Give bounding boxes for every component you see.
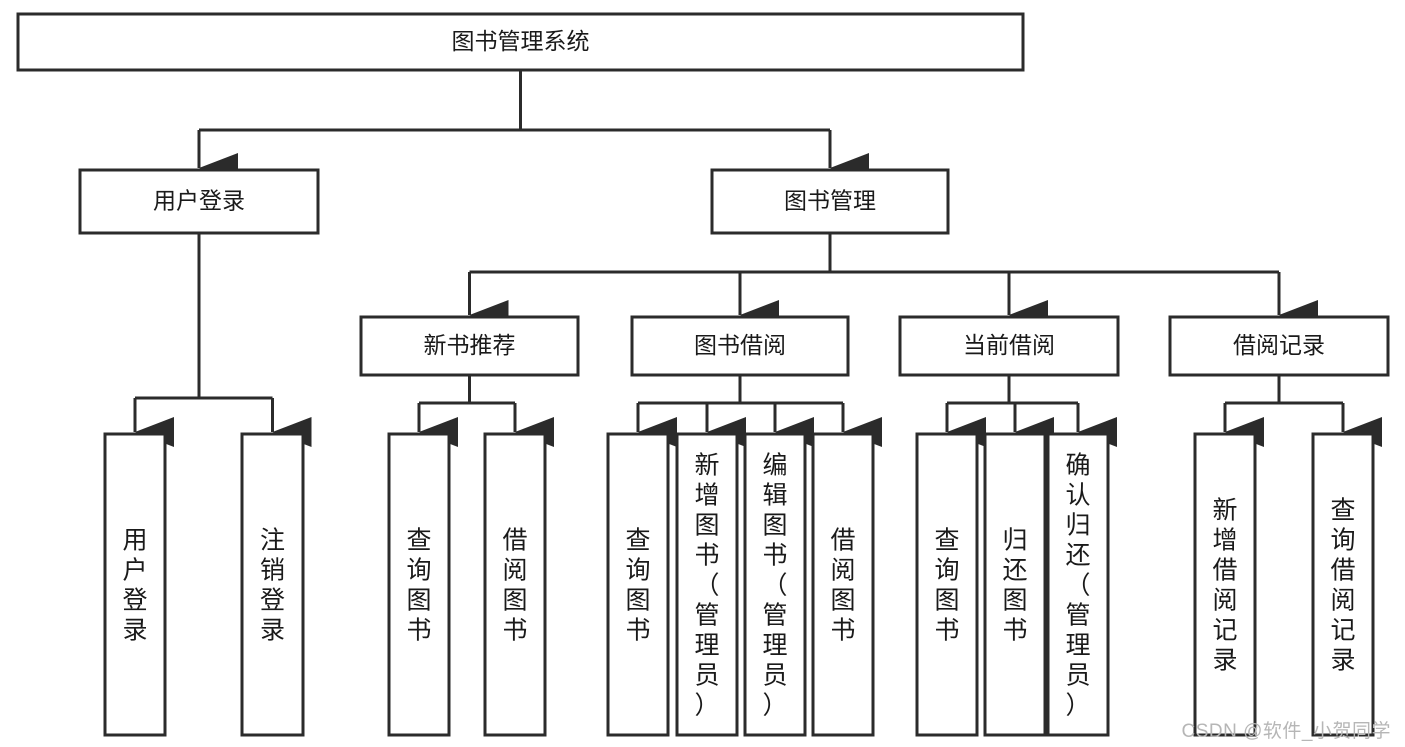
node-leaf-query-book-2[interactable]: 查询图书 [606, 432, 670, 737]
node-borrow-record[interactable]: 借阅记录 [1168, 315, 1390, 377]
node-leaf-user-login-label: 用户登录 [122, 527, 147, 645]
node-leaf-borrow-book-2-box[interactable] [811, 432, 875, 737]
node-leaf-add-book-admin-box[interactable] [675, 432, 739, 737]
node-leaf-user-login-box[interactable] [103, 432, 167, 737]
node-leaf-query-book-2-label: 查询图书 [625, 527, 650, 645]
node-leaf-borrow-book-1-label: 借阅图书 [502, 527, 527, 645]
node-leaf-logout-login-label: 注销登录 [260, 527, 285, 645]
node-leaf-confirm-return-admin[interactable]: 确认归还（管理员） [1046, 432, 1110, 737]
node-leaf-query-book-3[interactable]: 查询图书 [915, 432, 979, 737]
csdn-watermark: CSDN @软件_小贺同学 [1181, 721, 1391, 742]
node-leaf-confirm-return-admin-box[interactable] [1046, 432, 1110, 737]
node-leaf-add-book-admin[interactable]: 新增图书（管理员） [675, 432, 739, 737]
node-leaf-logout-login-box[interactable] [240, 432, 305, 737]
node-leaf-query-book-2-box[interactable] [606, 432, 670, 737]
node-leaf-edit-book-admin[interactable]: 编辑图书（管理员） [743, 432, 807, 737]
node-boxes: 图书管理系统用户登录图书管理新书推荐图书借阅当前借阅借阅记录用户登录注销登录查询… [16, 12, 1390, 737]
node-leaf-query-book-3-box[interactable] [915, 432, 979, 737]
node-current-borrow[interactable]: 当前借阅 [898, 315, 1120, 377]
node-root-label: 图书管理系统 [452, 28, 590, 54]
node-leaf-query-borrow-record[interactable]: 查询借阅记录 [1311, 432, 1375, 737]
node-current-borrow-label: 当前借阅 [963, 332, 1055, 358]
node-leaf-query-borrow-record-label: 查询借阅记录 [1330, 497, 1355, 675]
node-user-login-label: 用户登录 [153, 188, 245, 214]
node-leaf-edit-book-admin-label: 编辑图书（管理员） [762, 452, 787, 720]
node-new-book-recommend-box[interactable] [359, 315, 580, 377]
node-book-borrow[interactable]: 图书借阅 [630, 315, 850, 377]
node-root-box[interactable] [16, 12, 1025, 72]
node-leaf-borrow-book-1-box[interactable] [483, 432, 547, 737]
node-book-manage-box[interactable] [710, 168, 950, 235]
node-leaf-confirm-return-admin-label: 确认归还（管理员） [1065, 452, 1090, 720]
node-user-login-box[interactable] [78, 168, 320, 235]
connector-lines [133, 70, 1382, 447]
node-current-borrow-box[interactable] [898, 315, 1120, 377]
node-new-book-recommend-label: 新书推荐 [424, 332, 516, 358]
node-leaf-edit-book-admin-box[interactable] [743, 432, 807, 737]
node-book-borrow-label: 图书借阅 [694, 332, 786, 358]
node-leaf-borrow-book-2[interactable]: 借阅图书 [811, 432, 875, 737]
node-leaf-add-borrow-record[interactable]: 新增借阅记录 [1193, 432, 1257, 737]
node-leaf-add-borrow-record-label: 新增借阅记录 [1212, 497, 1237, 675]
node-leaf-borrow-book-1[interactable]: 借阅图书 [483, 432, 547, 737]
node-leaf-logout-login[interactable]: 注销登录 [240, 432, 305, 737]
node-leaf-query-borrow-record-box[interactable] [1311, 432, 1375, 737]
node-leaf-borrow-book-2-label: 借阅图书 [830, 527, 855, 645]
node-leaf-add-borrow-record-box[interactable] [1193, 432, 1257, 737]
node-leaf-query-book-3-label: 查询图书 [934, 527, 959, 645]
node-leaf-return-book-label: 归还图书 [1002, 527, 1027, 645]
node-leaf-add-book-admin-label: 新增图书（管理员） [694, 452, 719, 720]
node-book-manage[interactable]: 图书管理 [710, 168, 950, 235]
node-leaf-return-book-box[interactable] [983, 432, 1047, 737]
node-book-borrow-box[interactable] [630, 315, 850, 377]
node-leaf-query-book-1-label: 查询图书 [406, 527, 431, 645]
node-root[interactable]: 图书管理系统 [16, 12, 1025, 72]
node-new-book-recommend[interactable]: 新书推荐 [359, 315, 580, 377]
node-leaf-return-book[interactable]: 归还图书 [983, 432, 1047, 737]
node-leaf-user-login[interactable]: 用户登录 [103, 432, 167, 737]
node-leaf-query-book-1-box[interactable] [387, 432, 451, 737]
node-user-login[interactable]: 用户登录 [78, 168, 320, 235]
node-leaf-query-book-1[interactable]: 查询图书 [387, 432, 451, 737]
node-book-manage-label: 图书管理 [784, 188, 876, 214]
node-borrow-record-label: 借阅记录 [1233, 332, 1325, 358]
node-borrow-record-box[interactable] [1168, 315, 1390, 377]
